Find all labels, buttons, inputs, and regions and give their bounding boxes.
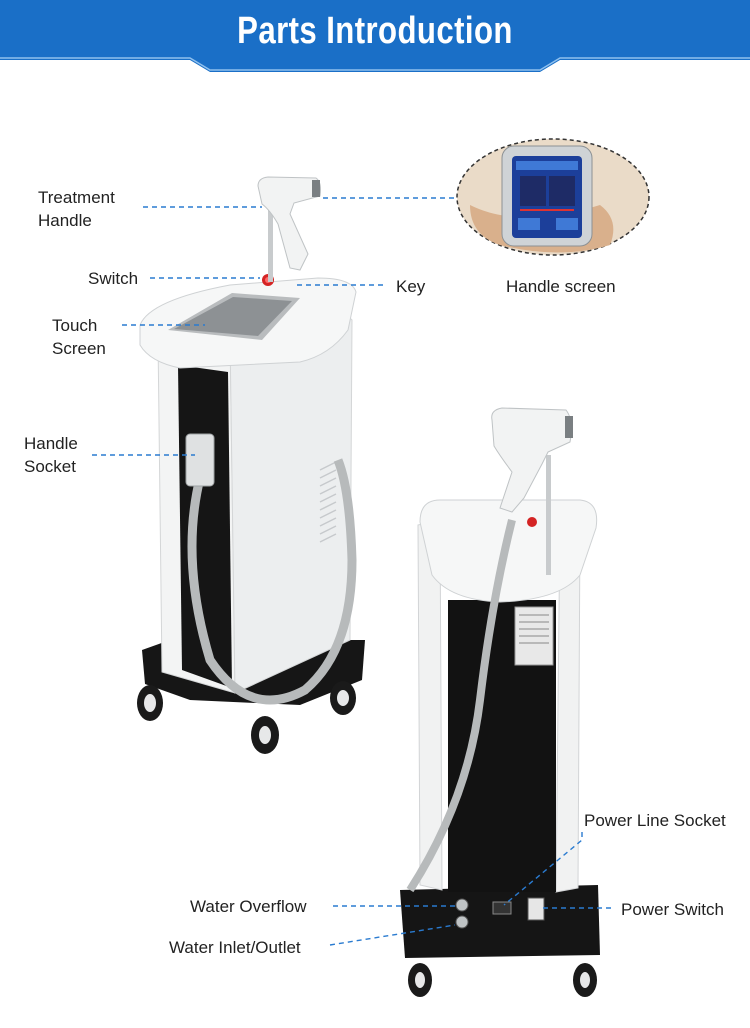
label-water-inlet-outlet: Water Inlet/Outlet xyxy=(169,938,301,957)
label-water-overflow: Water Overflow xyxy=(190,897,307,916)
front-machine xyxy=(137,176,365,754)
label-key: Key xyxy=(396,277,426,296)
handle-screen-closeup xyxy=(456,138,650,256)
page-title: Parts Introduction xyxy=(237,10,513,52)
label-handle-socket: Handle Socket xyxy=(24,434,78,476)
back-machine xyxy=(400,407,600,997)
header-banner xyxy=(0,0,750,72)
label-treatment-handle: Treatment Handle xyxy=(38,188,115,230)
label-power-switch: Power Switch xyxy=(621,900,724,919)
label-touch-screen: Touch Screen xyxy=(52,316,106,358)
label-switch: Switch xyxy=(88,269,139,288)
leader-lines xyxy=(92,197,612,946)
label-handle-screen: Handle screen xyxy=(506,277,616,296)
label-power-line-socket: Power Line Socket xyxy=(584,811,726,830)
